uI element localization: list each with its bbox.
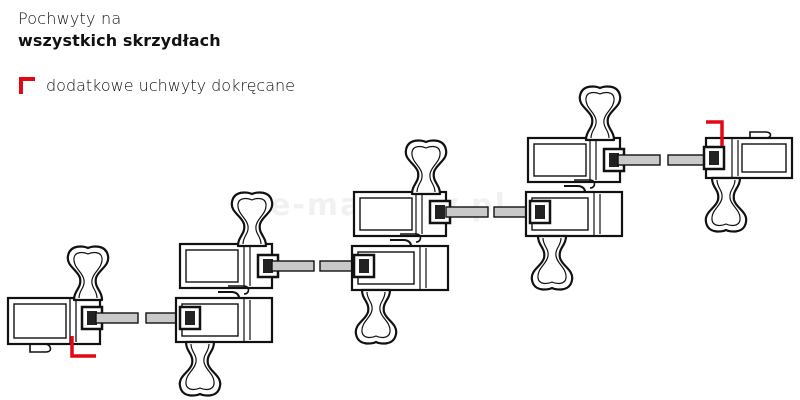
sash-group-4 [493, 85, 661, 291]
legend: dodatkowe uchwyty dokręcane [18, 74, 295, 96]
diagram-title: Pochwyty na wszystkich skrzydłach [18, 8, 221, 52]
title-line-2: wszystkich skrzydłach [18, 31, 221, 50]
sash-group-2 [145, 191, 315, 397]
legend-label: dodatkowe uchwyty dokręcane [46, 75, 296, 95]
title-line-1: Pochwyty na [18, 9, 122, 28]
red-corner-icon [19, 77, 35, 94]
sash-group-5 [667, 120, 794, 233]
sash-group-1 [6, 245, 139, 358]
sash-group-3 [319, 139, 489, 345]
